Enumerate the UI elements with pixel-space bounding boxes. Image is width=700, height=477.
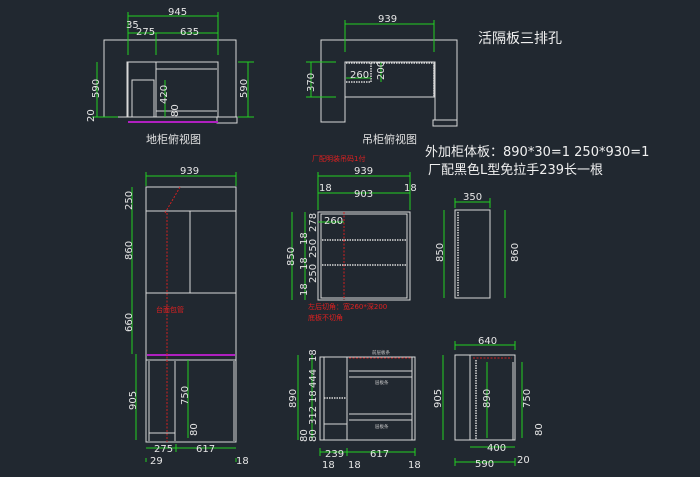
dim: 860 [510,243,521,262]
dim: 850 [435,243,446,262]
dim: 260 [324,216,343,227]
dim: 939 [378,14,397,25]
dim: 18 [404,183,417,194]
floor-cabinet-plan: 945 35 275 635 590 20 590 420 80 地柜俯视图 [86,7,254,146]
dim: 590 [475,459,494,470]
dim: 400 [487,443,506,454]
dim: 850 [286,247,297,266]
note-hanger: 厂配明装吊码1付 [312,154,365,163]
floor-plan-title: 地柜俯视图 [146,132,201,146]
dim: 939 [354,166,373,177]
dim: 18 [319,183,332,194]
label: 层板条 [375,379,389,386]
dim: 18 [348,460,361,471]
dim: 312 [308,406,319,425]
dim: 350 [463,192,482,203]
dim: 20 [86,109,97,122]
dim: 420 [159,85,170,104]
dim: 660 [124,313,135,332]
dim: 860 [124,241,135,260]
dim: 260 [350,70,369,81]
dim: 590 [91,79,102,98]
base-cabinet-elevation: 前层板条 层板条 层板条 890 18 444 18 312 80 80 239… [288,349,421,471]
dim: 750 [180,386,191,405]
dim: 905 [433,389,444,408]
dim: 80 [189,423,200,436]
dim: 80 [534,423,545,436]
wall-cabinet-side: 350 850 860 [435,192,521,299]
dim: 444 [308,369,319,388]
wall-cabinet-elevation: 939 903 18 18 850 278 18 250 18 250 18 2… [286,166,417,301]
dim: 750 [522,389,533,408]
dim: 20 [517,455,530,466]
dim: 275 [154,444,173,455]
dim: 80 [299,429,310,442]
dim: 18 [408,460,421,471]
dim: 35 [126,20,139,31]
dim: 590 [239,79,250,98]
wall-cabinet-plan: 939 370 260 200 吊柜俯视图 [306,14,458,146]
dim: 18 [308,390,319,403]
dim: 903 [354,189,373,200]
dim: 18 [299,283,310,296]
dim: 80 [308,429,319,442]
dim: 905 [128,391,139,410]
note-handle: 厂配黑色L型免拉手239长一根 [428,162,603,178]
base-cabinet-side: 640 905 890 750 80 400 590 20 [433,336,545,470]
dim: 370 [306,73,317,92]
dim: 250 [308,264,319,283]
note-shelf-holes: 活隔板三排孔 [478,31,562,47]
dim: 890 [288,389,299,408]
note-bottom-no-cut: 底板不切角 [308,313,343,322]
dim: 617 [196,444,215,455]
dim: 635 [180,27,199,38]
dim: 250 [308,239,319,258]
dim: 640 [478,336,497,347]
dim: 18 [299,232,310,245]
tall-elevation: 台面包管 939 250 860 660 905 750 80 275 617 … [124,166,249,467]
dim: 29 [150,456,163,467]
dim: 945 [168,7,187,18]
dim: 250 [124,191,135,210]
note-countertop: 台面包管 [156,305,184,314]
dim: 939 [180,166,199,177]
dim: 617 [370,449,389,460]
dim: 200 [376,61,387,80]
dim: 18 [299,257,310,270]
wall-plan-title: 吊柜俯视图 [362,132,417,146]
dim: 80 [170,104,181,117]
dim: 890 [482,389,493,408]
dim: 18 [236,456,249,467]
dim: 278 [308,213,319,232]
label: 前层板条 [372,349,390,356]
dim: 275 [136,27,155,38]
label: 层板条 [375,423,389,430]
note-corner-cut: 左后切角：宽260*深200 [308,302,387,311]
dim: 18 [308,349,319,362]
note-extra-panels: 外加柜体板：890*30=1 250*930=1 [425,145,649,160]
dim: 239 [325,449,344,460]
dim: 18 [322,460,335,471]
